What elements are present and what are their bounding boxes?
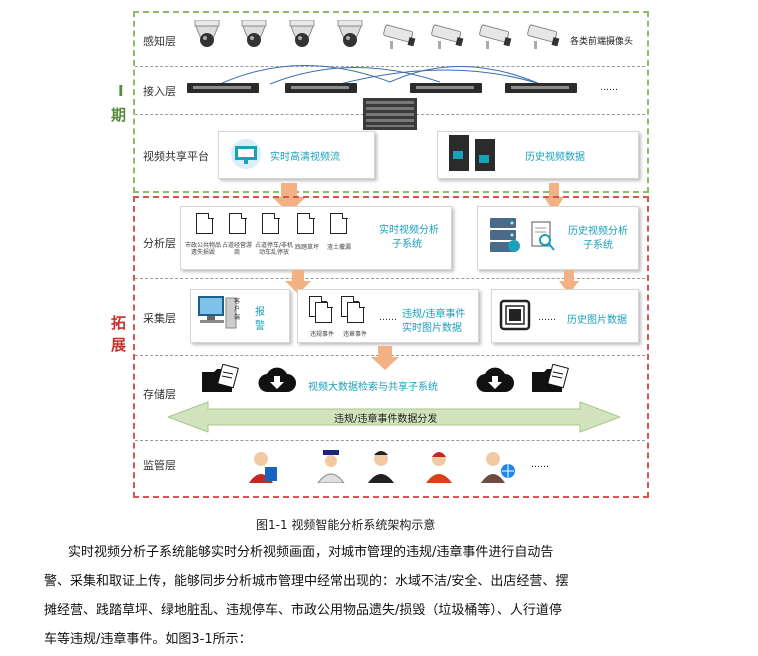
phase1-label-a: I	[118, 82, 124, 100]
layer-label-perception: 感知层	[143, 35, 176, 48]
layer-label-analysis: 分析层	[143, 237, 176, 250]
flow-arrow-icon	[272, 183, 306, 213]
separator-storage-supervision	[135, 440, 645, 441]
document-icon	[347, 301, 365, 323]
history-images-label: 历史图片数据	[567, 315, 627, 326]
document-icon	[297, 212, 315, 234]
layer-label-supervision: 监管层	[143, 459, 176, 472]
alarm-label-1: 报	[255, 307, 265, 318]
dome-camera-icon	[337, 20, 363, 47]
expand-label-a: 拓	[111, 314, 127, 332]
illegal-event-label: 违章事件	[342, 331, 367, 338]
supervision-ellipsis: ……	[531, 460, 549, 470]
bullet-camera-icon	[479, 24, 512, 49]
layer-label-collection: 采集层	[143, 312, 176, 325]
manager-avatar-icon	[481, 452, 515, 483]
cameras-label: 各类前端摄像头	[570, 37, 634, 47]
layer-label-sharing: 视频共享平台	[143, 150, 209, 163]
phase1-label-b: 期	[111, 106, 127, 124]
access-ellipsis: ……	[600, 83, 618, 93]
document-icon	[229, 212, 247, 234]
violation-event-label: 违规事件	[309, 331, 334, 338]
distribution-banner	[168, 401, 620, 433]
analysis-doc-label: 市政公共物品遗失损毁	[184, 242, 221, 256]
separator-perception-access	[135, 66, 645, 67]
operator-avatar-icon	[249, 452, 277, 483]
paragraph-line: 警、采集和取证上传，能够同步分析城市管理中经常出现的：水域不洁/安全、出店经营、…	[44, 574, 569, 589]
bullet-camera-icon	[527, 24, 560, 49]
flow-arrow-icon	[285, 270, 311, 294]
history-images-ellipsis: ……	[538, 313, 556, 323]
paragraph-line: 实时视频分析子系统能够实时分析视频画面，对城市管理的违规/违章事件进行自动告	[68, 545, 554, 560]
phase1-zone	[133, 11, 649, 193]
database-server-icon	[490, 218, 520, 252]
event-images-label-1: 违规/违章事件	[402, 309, 466, 320]
history-analysis-title-1: 历史视频分析	[568, 226, 628, 237]
collection-ellipsis: ……	[379, 313, 397, 323]
document-search-icon	[531, 221, 555, 251]
paragraph-line: 车等违规/违章事件。如图3-1所示：	[44, 632, 252, 647]
analysis-doc-label: 占道停车/非机动车乱停放	[254, 242, 294, 256]
separator-analysis-collection	[135, 278, 645, 279]
expansion-zone	[133, 196, 649, 498]
dome-camera-icon	[289, 20, 315, 47]
flow-arrow-icon	[371, 346, 399, 370]
dome-camera-icon	[194, 20, 220, 47]
computer-icon	[198, 296, 237, 329]
layer-label-access: 接入层	[143, 85, 176, 98]
expand-label-b: 展	[111, 336, 127, 354]
history-analysis-title-2: 子系统	[583, 240, 613, 251]
analysis-doc-label: 渣土撒漏	[326, 244, 351, 251]
document-icon	[330, 212, 348, 234]
police-avatar-icon	[317, 450, 345, 483]
alarm-label-2: 警	[255, 321, 265, 332]
cloud-download-icon	[476, 367, 514, 393]
server-icon	[449, 135, 495, 171]
network-switch-icon	[410, 83, 482, 93]
network-switch-icon	[187, 83, 259, 93]
storage-system-label: 视频大数据检索与共享子系统	[308, 382, 438, 393]
bullet-camera-icon	[431, 24, 464, 49]
layer-label-storage: 存储层	[143, 388, 176, 401]
document-icon	[196, 212, 214, 234]
analysis-doc-label: 践踏草坪	[294, 244, 319, 251]
folder-icon	[202, 364, 239, 392]
analysis-doc-label: 占道经营游商	[221, 242, 252, 256]
realtime-stream-label: 实时高清视频流	[270, 152, 340, 163]
network-switch-icon	[285, 83, 357, 93]
realtime-analysis-title-2: 子系统	[392, 239, 422, 250]
image-icon	[499, 299, 531, 331]
folder-icon	[532, 364, 569, 392]
bullet-camera-icon	[383, 24, 416, 49]
history-video-label: 历史视频数据	[525, 152, 585, 163]
core-switch-icon	[363, 98, 417, 130]
flow-arrow-icon	[544, 183, 564, 213]
staff-avatar-icon	[426, 452, 452, 483]
flow-arrow-icon	[559, 270, 579, 294]
dome-camera-icon	[241, 20, 267, 47]
client-label: 客户端	[234, 298, 241, 321]
figure-caption: 图1-1 视频智能分析系统架构示意	[256, 518, 436, 532]
officer-avatar-icon	[368, 451, 394, 483]
history-video-box	[437, 131, 639, 179]
paragraph-line: 摊经营、践踏草坪、绿地脏乱、违规停车、市政公用物品遗失/损毁（垃圾桶等）、人行道…	[44, 603, 562, 618]
monitor-icon	[231, 139, 261, 169]
cloud-download-icon	[258, 367, 296, 393]
network-links	[219, 65, 541, 85]
realtime-analysis-box	[180, 206, 452, 270]
document-icon	[262, 212, 280, 234]
document-icon	[315, 301, 333, 323]
distribution-label: 违规/违章事件数据分发	[334, 414, 438, 425]
realtime-analysis-title-1: 实时视频分析	[379, 225, 439, 236]
event-images-label-2: 实时图片数据	[402, 323, 462, 334]
network-switch-icon	[505, 83, 577, 93]
